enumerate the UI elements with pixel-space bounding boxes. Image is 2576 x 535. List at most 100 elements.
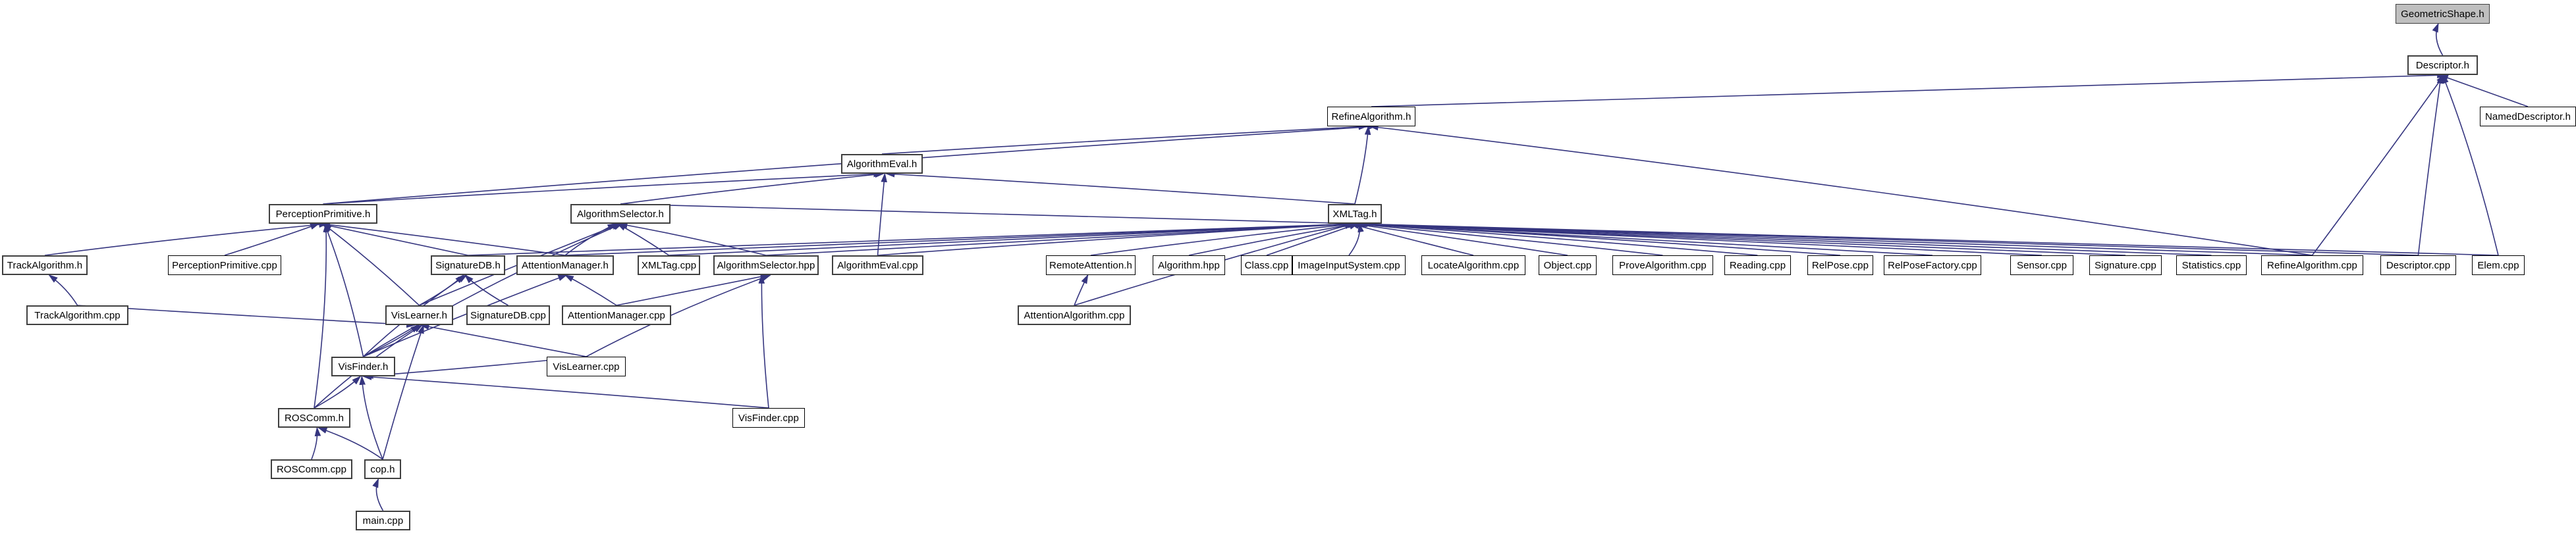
graph-node-attentionmanager_cpp[interactable]: AttentionManager.cpp	[562, 305, 671, 325]
graph-node-label: XMLTag.h	[1332, 208, 1377, 220]
graph-node-refinealgorithm_h[interactable]: RefineAlgorithm.h	[1327, 107, 1415, 126]
graph-node-algorithmeval_h[interactable]: AlgorithmEval.h	[841, 154, 923, 174]
graph-node-object_cpp[interactable]: Object.cpp	[1539, 255, 1597, 275]
graph-node-attentionmanager_h[interactable]: AttentionManager.h	[516, 255, 614, 275]
graph-node-class_cpp[interactable]: Class.cpp	[1241, 255, 1292, 275]
graph-node-statistics_cpp[interactable]: Statistics.cpp	[2176, 255, 2247, 275]
graph-node-label: GeometricShape.h	[2401, 8, 2484, 20]
graph-node-relposefactory_cpp[interactable]: RelPoseFactory.cpp	[1884, 255, 1981, 275]
graph-node-vislearner_h[interactable]: VisLearner.h	[385, 305, 453, 325]
graph-node-vislearner_cpp[interactable]: VisLearner.cpp	[547, 357, 626, 376]
graph-node-signature_cpp[interactable]: Signature.cpp	[2089, 255, 2162, 275]
graph-edge	[1354, 221, 1758, 256]
graph-edge	[320, 221, 566, 256]
graph-node-geometricshape_h[interactable]: GeometricShape.h	[2396, 4, 2490, 24]
graph-node-roscomm_h[interactable]: ROSComm.h	[278, 408, 350, 428]
graph-node-label: RelPoseFactory.cpp	[1888, 259, 1977, 271]
graph-edge	[314, 375, 362, 409]
graph-edge	[311, 426, 321, 460]
graph-node-algorithmselector_hpp[interactable]: AlgorithmSelector.hpp	[713, 255, 819, 275]
graph-node-provealgorithm_cpp[interactable]: ProveAlgorithm.cpp	[1612, 255, 1713, 275]
graph-edge	[2417, 74, 2444, 256]
graph-node-label: ImageInputSystem.cpp	[1298, 259, 1400, 271]
graph-edge	[48, 274, 78, 306]
graph-node-label: Object.cpp	[1543, 259, 1592, 271]
graph-node-reading_cpp[interactable]: Reading.cpp	[1724, 255, 1791, 275]
graph-edge	[586, 274, 772, 357]
graph-node-signaturedb_cpp[interactable]: SignatureDB.cpp	[466, 305, 550, 325]
graph-edge	[1371, 72, 2447, 107]
graph-edge	[1351, 221, 1568, 256]
graph-node-label: LocateAlgorithm.cpp	[1427, 259, 1520, 271]
graph-edge	[314, 222, 330, 409]
graph-node-label: AttentionManager.cpp	[568, 309, 665, 321]
graph-edge	[468, 220, 1359, 256]
graph-node-label: Class.cpp	[1244, 259, 1289, 271]
graph-edge	[564, 274, 617, 306]
graph-node-label: RefineAlgorithm.h	[1331, 111, 1411, 122]
graph-node-label: RemoteAttention.h	[1049, 259, 1132, 271]
graph-node-cop_h[interactable]: cop.h	[364, 459, 401, 479]
graph-node-descriptor_cpp[interactable]: Descriptor.cpp	[2380, 255, 2456, 275]
graph-node-visfinder_h[interactable]: VisFinder.h	[331, 357, 395, 376]
graph-node-algorithmselector_h[interactable]: AlgorithmSelector.h	[570, 204, 671, 224]
graph-edge	[1348, 222, 1364, 256]
graph-node-label: XMLTag.cpp	[641, 259, 697, 271]
graph-node-perceptionprimitive_cpp[interactable]: PerceptionPrimitive.cpp	[168, 255, 281, 275]
graph-edge	[620, 203, 1359, 227]
graph-edge	[1354, 125, 1371, 205]
graph-node-label: Signature.cpp	[2095, 259, 2156, 271]
graph-node-label: ROSComm.cpp	[276, 463, 347, 475]
graph-node-label: AlgorithmEval.cpp	[837, 259, 918, 271]
graph-node-refinealgorithm_cpp[interactable]: RefineAlgorithm.cpp	[2261, 255, 2363, 275]
graph-node-nameddescriptor_h[interactable]: NamedDescriptor.h	[2480, 107, 2576, 126]
graph-node-label: VisFinder.cpp	[738, 412, 799, 424]
graph-node-algorithm_hpp[interactable]: Algorithm.hpp	[1153, 255, 1225, 275]
graph-node-xmltag_cpp[interactable]: XMLTag.cpp	[638, 255, 700, 275]
graph-edge	[317, 427, 383, 460]
graph-edge	[2311, 74, 2445, 256]
graph-edge	[1369, 124, 2313, 256]
graph-edge	[420, 323, 587, 357]
graph-edge	[323, 170, 883, 205]
graph-node-roscomm_cpp[interactable]: ROSComm.cpp	[271, 459, 352, 479]
graph-node-elem_cpp[interactable]: Elem.cpp	[2472, 255, 2525, 275]
graph-node-perceptionprimitive_h[interactable]: PerceptionPrimitive.h	[269, 204, 377, 224]
graph-edge	[1355, 220, 2499, 256]
graph-edge	[885, 170, 1356, 205]
graph-node-remoteattention_h[interactable]: RemoteAttention.h	[1046, 255, 1136, 275]
graph-node-imageinputsystem_cpp[interactable]: ImageInputSystem.cpp	[1292, 255, 1406, 275]
graph-node-locatealgorithm_cpp[interactable]: LocateAlgorithm.cpp	[1421, 255, 1525, 275]
graph-edge	[765, 220, 1354, 256]
graph-node-label: Descriptor.cpp	[2386, 259, 2451, 271]
graph-edge	[319, 222, 468, 256]
graph-node-attentionalgorithm_cpp[interactable]: AttentionAlgorithm.cpp	[1018, 305, 1131, 325]
graph-node-label: ROSComm.h	[284, 412, 344, 424]
graph-edge	[1188, 222, 1357, 256]
graph-edge	[2438, 74, 2529, 107]
graph-node-trackalgorithm_cpp[interactable]: TrackAlgorithm.cpp	[26, 305, 128, 325]
graph-node-algorithmeval_cpp[interactable]: AlgorithmEval.cpp	[832, 255, 923, 275]
graph-node-sensor_cpp[interactable]: Sensor.cpp	[2010, 255, 2073, 275]
graph-node-label: Sensor.cpp	[2016, 259, 2068, 271]
graph-node-label: PerceptionPrimitive.h	[275, 208, 371, 220]
graph-node-main_cpp[interactable]: main.cpp	[356, 511, 410, 530]
graph-node-label: Elem.cpp	[2477, 259, 2519, 271]
graph-node-relpose_cpp[interactable]: RelPose.cpp	[1807, 255, 1873, 275]
graph-edge	[1352, 221, 1663, 256]
graph-edge	[382, 324, 424, 460]
graph-node-xmltag_h[interactable]: XMLTag.h	[1328, 204, 1382, 224]
graph-node-label: ProveAlgorithm.cpp	[1619, 259, 1707, 271]
graph-node-label: RefineAlgorithm.cpp	[2267, 259, 2357, 271]
graph-node-visfinder_cpp[interactable]: VisFinder.cpp	[732, 408, 805, 428]
graph-edge	[669, 220, 1352, 256]
graph-node-label: PerceptionPrimitive.cpp	[172, 259, 277, 271]
graph-node-label: AlgorithmSelector.hpp	[717, 259, 815, 271]
graph-node-signaturedb_h[interactable]: SignatureDB.h	[431, 255, 505, 275]
graph-node-descriptor_h[interactable]: Descriptor.h	[2407, 55, 2478, 75]
graph-node-label: TrackAlgorithm.h	[7, 259, 83, 271]
graph-edge	[877, 220, 1355, 256]
graph-node-trackalgorithm_h[interactable]: TrackAlgorithm.h	[2, 255, 88, 275]
graph-edge	[881, 123, 1368, 155]
